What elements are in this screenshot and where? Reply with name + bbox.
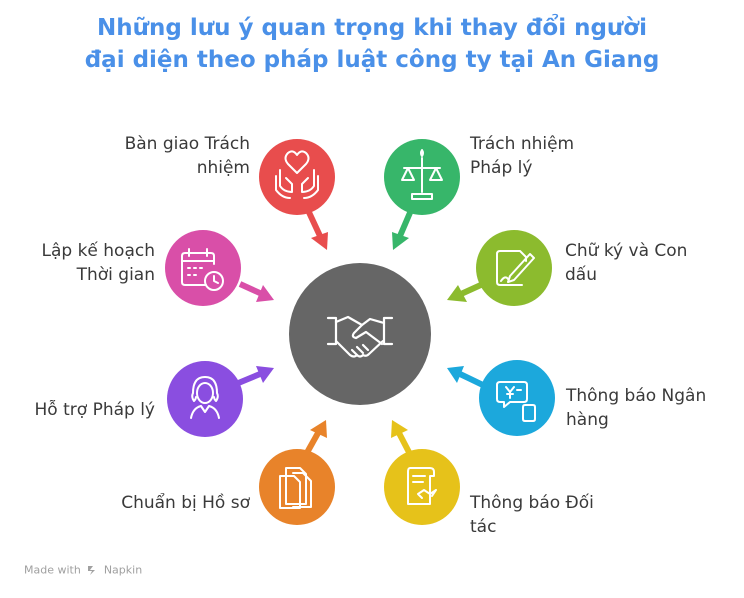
calendar-clock-icon [181, 248, 224, 291]
arrow-ngan-hang [447, 366, 487, 389]
label-lap-ke-hoach: Lập kế hoạch Thời gian [41, 241, 155, 285]
arrow-ban-giao [304, 206, 328, 250]
label-chu-ky-con-dau: Chữ ký và Con dấu [565, 241, 688, 285]
handshake-icon [326, 315, 394, 358]
contract-icon [407, 467, 437, 505]
documents-icon [279, 467, 312, 509]
node-ban-giao [259, 139, 335, 215]
center-hub [289, 263, 431, 405]
label-thong-bao-doi-tac: Thông báo Đối tác [470, 493, 594, 537]
napkin-logo-icon [88, 566, 96, 575]
title-line-1: Những lưu ý quan trọng khi thay đổi ngườ… [96, 15, 647, 41]
node-lap-ke-hoach [165, 230, 241, 306]
node-chuan-bi-ho-so [259, 449, 335, 525]
made-with-text: Made with [24, 563, 81, 577]
arrow-ho-tro [234, 366, 274, 387]
label-trach-nhiem-phap-ly: Trách nhiệm Pháp lý [470, 134, 575, 178]
lawyer-icon [190, 376, 220, 419]
node-ho-tro-phap-ly [167, 361, 243, 437]
footer-attribution[interactable]: Made with Napkin [24, 563, 142, 577]
arrow-lap-ke-hoach [238, 281, 274, 302]
label-thong-bao-ngan-hang: Thông báo Ngân hàng [566, 386, 707, 430]
node-trach-nhiem-phap-ly [384, 139, 460, 215]
heart-hands-icon [275, 150, 319, 199]
node-thong-bao-doi-tac [384, 449, 460, 525]
arrows [234, 206, 487, 460]
title-line-2: đại diện theo pháp luật công ty tại An G… [84, 47, 660, 73]
node-chu-ky-con-dau [476, 230, 552, 306]
label-ban-giao: Bàn giao Trách nhiệm [124, 134, 250, 178]
napkin-brand-text: Napkin [103, 563, 143, 577]
label-chuan-bi-ho-so: Chuẩn bị Hồ sơ [121, 493, 250, 513]
node-thong-bao-ngan-hang [479, 360, 555, 436]
arrow-trach-nhiem [392, 206, 415, 250]
signature-icon [496, 250, 535, 286]
scales-icon [401, 149, 443, 200]
label-ho-tro-phap-ly: Hỗ trợ Pháp lý [34, 400, 155, 420]
arrow-chu-ky [447, 281, 485, 302]
page-title: Những lưu ý quan trọng khi thay đổi ngườ… [0, 12, 744, 76]
bank-notice-icon [496, 381, 536, 422]
